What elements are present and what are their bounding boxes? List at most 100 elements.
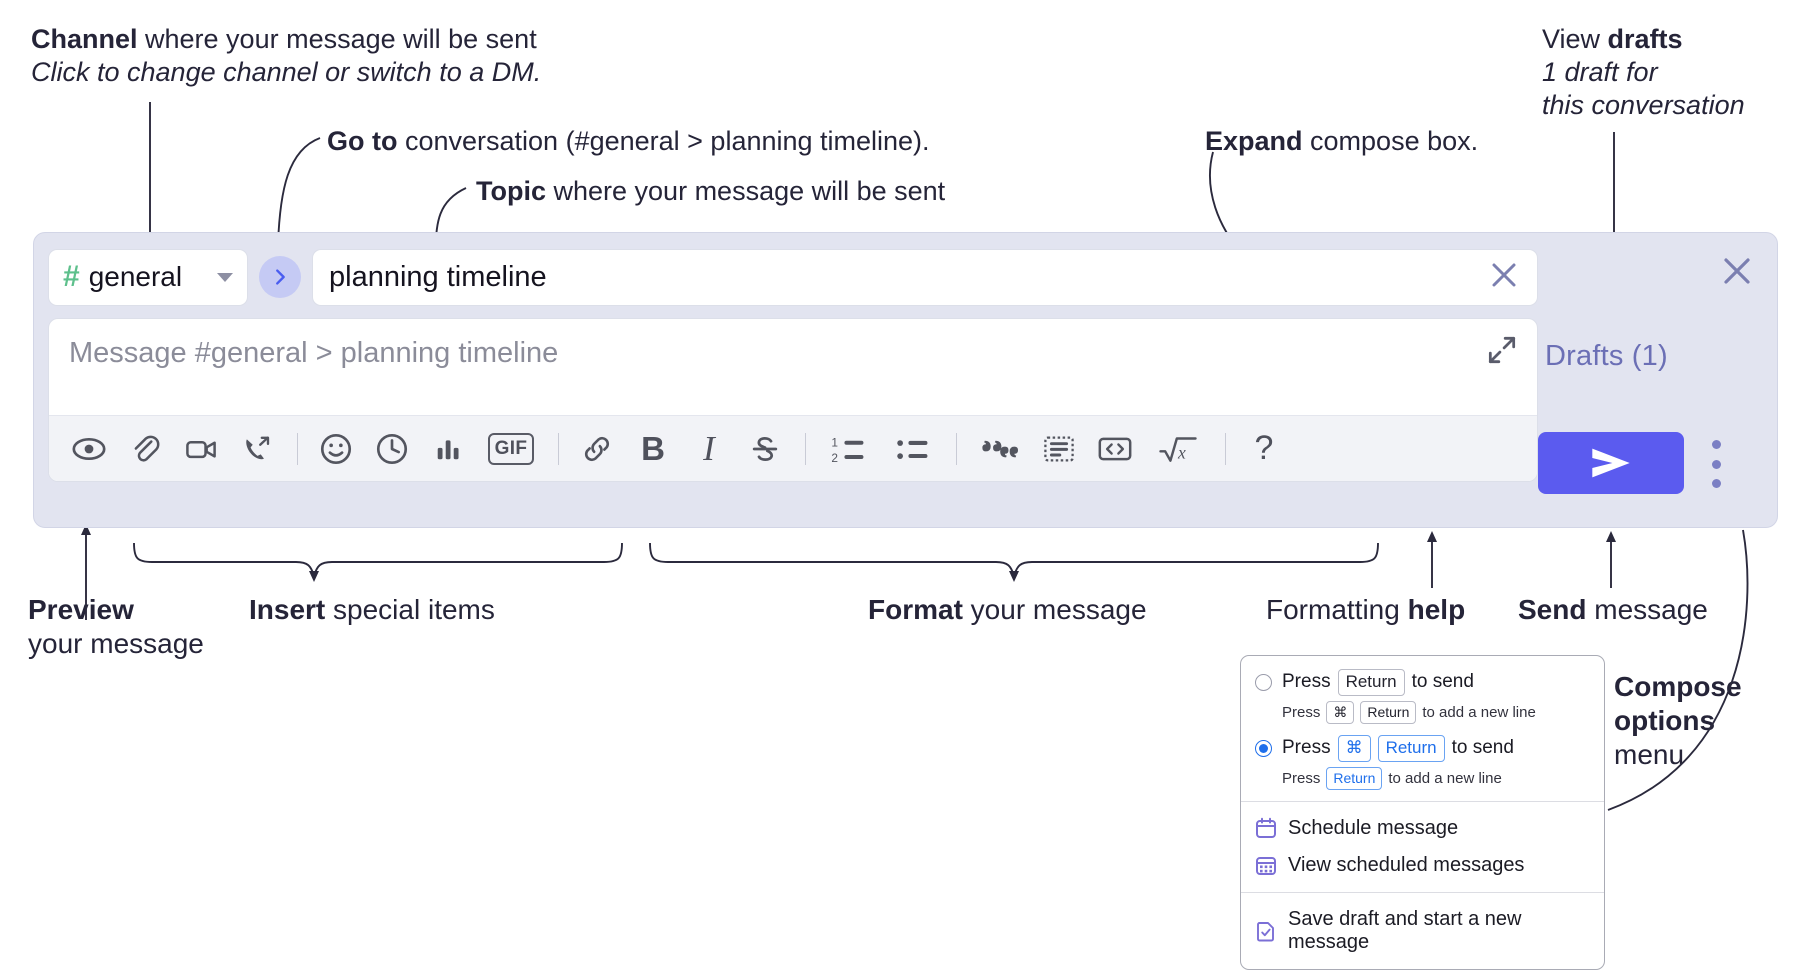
hash-icon: # <box>63 260 80 293</box>
key-return-2: Return <box>1377 734 1445 762</box>
annotation-insert-rest: special items <box>325 594 495 625</box>
code-block-icon[interactable] <box>1037 427 1081 471</box>
menu-divider-1 <box>1241 800 1604 802</box>
annotation-goto-rest: conversation (#general > planning timeli… <box>397 126 930 156</box>
italic-icon[interactable]: I <box>687 427 731 471</box>
calendar-grid-icon <box>1255 854 1277 876</box>
annotation-format-bold: Format <box>868 594 963 625</box>
gif-icon[interactable]: GIF <box>482 427 540 471</box>
math-icon[interactable]: x <box>1149 427 1207 471</box>
send-button[interactable] <box>1538 432 1684 494</box>
topic-value: planning timeline <box>329 260 547 293</box>
annotation-compose-options-bold2: options <box>1614 705 1716 737</box>
annotation-help-lead: Formatting <box>1266 594 1408 625</box>
kebab-dot-1 <box>1711 440 1721 449</box>
clear-topic-icon[interactable] <box>1487 258 1521 297</box>
compose-options-button[interactable] <box>1703 440 1729 488</box>
option-return-to-send[interactable]: Press Return to send <box>1241 666 1604 699</box>
annotation-goto: Go to conversation (#general > planning … <box>327 125 1047 158</box>
send-shortcut-options: Press Return to send Press ⌘ Return to a… <box>1241 656 1604 801</box>
annotation-expand-rest: compose box. <box>1302 126 1479 156</box>
svg-text:2: 2 <box>831 451 838 465</box>
annotation-topic-bold: Topic <box>476 176 546 206</box>
option-cmd-sub-tail: to add a new line <box>1388 769 1502 787</box>
menu-item-view-scheduled[interactable]: View scheduled messages <box>1241 847 1604 884</box>
message-placeholder: Message #general > planning timeline <box>69 337 559 369</box>
poll-icon[interactable] <box>426 427 470 471</box>
emoji-icon[interactable] <box>314 427 358 471</box>
drafts-link[interactable]: Drafts (1) <box>1545 340 1668 372</box>
annotation-preview-bold: Preview <box>28 594 134 625</box>
option-cmd-press: Press <box>1282 737 1331 759</box>
bold-icon[interactable]: B <box>631 427 675 471</box>
key-cmd-2: ⌘ <box>1337 734 1371 762</box>
kebab-dot-3 <box>1711 479 1721 488</box>
strikethrough-icon[interactable] <box>743 427 787 471</box>
expand-icon[interactable] <box>1485 333 1519 367</box>
annotation-topic: Topic where your message will be sent <box>476 175 1156 208</box>
audio-call-icon[interactable] <box>235 427 279 471</box>
topic-field[interactable]: planning timeline <box>312 248 1538 306</box>
svg-text:1: 1 <box>831 435 838 449</box>
annotation-insert: Insert special items <box>249 593 589 627</box>
annotation-channel-italic: Click to change channel or switch to a D… <box>31 56 542 87</box>
key-return-sub-2: Return <box>1326 766 1383 790</box>
radio-return[interactable] <box>1255 673 1272 691</box>
kebab-dot-2 <box>1711 459 1721 469</box>
channel-name: general <box>88 261 183 292</box>
calendar-icon <box>1255 817 1277 839</box>
annotation-channel-bold: Channel <box>31 24 138 54</box>
help-label: ? <box>1254 429 1274 467</box>
video-icon[interactable] <box>179 427 223 471</box>
annotation-send-bold: Send <box>1518 594 1587 625</box>
annotation-drafts-lead: View <box>1542 24 1608 54</box>
annotation-send-rest: message <box>1586 594 1708 625</box>
annotation-send: Send message <box>1518 593 1814 627</box>
compose-options-menu: Press Return to send Press ⌘ Return to a… <box>1240 655 1605 970</box>
option-cmd-sub-press: Press <box>1282 769 1321 787</box>
menu-item-view-scheduled-label: View scheduled messages <box>1288 853 1525 876</box>
annotation-format-rest: your message <box>962 594 1147 625</box>
annotation-preview-rest: your message <box>28 628 204 660</box>
annotation-compose-options-bold1: Compose <box>1614 671 1742 702</box>
option-cmd-tail: to send <box>1451 737 1514 759</box>
radio-cmd-return[interactable] <box>1255 739 1272 757</box>
message-input[interactable]: Message #general > planning timeline <box>49 319 1537 415</box>
link-icon[interactable] <box>575 427 619 471</box>
toolbar-divider-5 <box>1225 432 1226 465</box>
bulleted-list-icon[interactable] <box>886 427 938 471</box>
italic-label: I <box>703 429 715 468</box>
option-return-sub-press: Press <box>1282 703 1321 721</box>
chevron-down-icon <box>217 272 233 282</box>
annotation-expand: Expand compose box. <box>1205 125 1625 158</box>
message-input-container: Message #general > planning timeline <box>48 318 1538 482</box>
goto-conversation-button[interactable] <box>259 256 301 298</box>
svg-text:x: x <box>1177 442 1186 462</box>
toolbar-divider <box>297 432 298 465</box>
inline-code-icon[interactable] <box>1093 427 1137 471</box>
preview-icon[interactable] <box>67 427 111 471</box>
menu-item-schedule-message[interactable]: Schedule message <box>1241 810 1604 847</box>
help-icon[interactable]: ? <box>1242 427 1286 471</box>
close-icon[interactable] <box>1719 253 1755 289</box>
toolbar-divider-2 <box>558 432 559 465</box>
clock-icon[interactable] <box>370 427 414 471</box>
key-cmd: ⌘ <box>1326 700 1355 724</box>
annotation-expand-bold: Expand <box>1205 126 1303 156</box>
channel-selector[interactable]: # general <box>48 248 248 306</box>
blockquote-icon[interactable] <box>973 427 1025 471</box>
annotation-compose-options-rest: menu <box>1614 739 1685 771</box>
document-check-icon <box>1255 920 1277 942</box>
key-return: Return <box>1337 669 1405 696</box>
toolbar-divider-3 <box>805 432 806 465</box>
option-return-sub-tail: to add a new line <box>1422 703 1536 721</box>
menu-item-save-draft[interactable]: Save draft and start a new message <box>1241 901 1604 961</box>
compose-box: # general planning timeline Message <box>33 232 1778 528</box>
attachment-icon[interactable] <box>123 427 167 471</box>
annotated-screenshot: Channel where your message will be sent … <box>28 24 1814 970</box>
option-cmd-return-to-send[interactable]: Press ⌘ Return to send <box>1241 732 1604 765</box>
menu-item-save-draft-label: Save draft and start a new message <box>1288 907 1522 953</box>
formatting-toolbar: GIF B I <box>49 415 1537 481</box>
annotation-drafts-italic1: 1 draft for <box>1542 56 1658 87</box>
